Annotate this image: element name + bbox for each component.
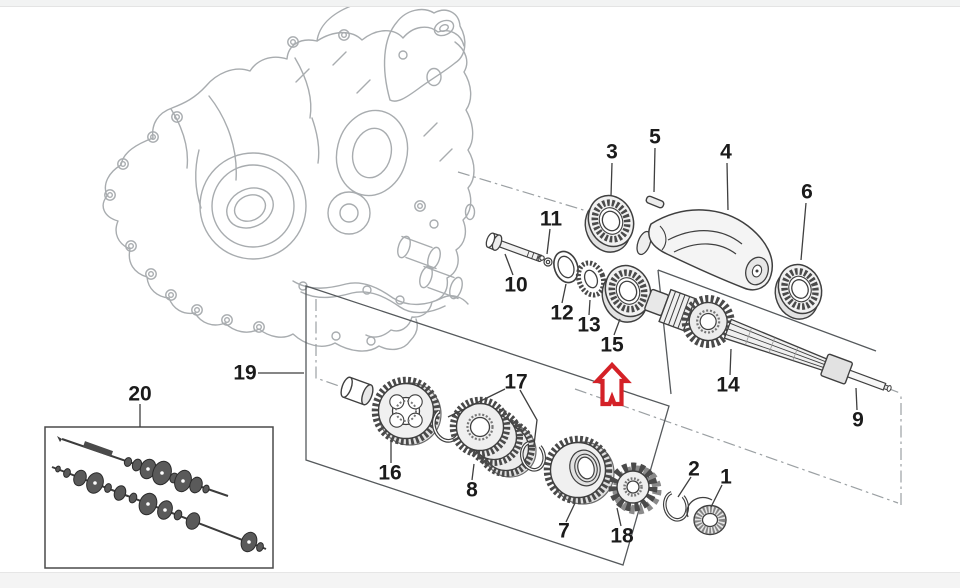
callout-18: 18 bbox=[610, 524, 634, 548]
inset-box-20 bbox=[44, 426, 274, 569]
callout-5: 5 bbox=[649, 125, 661, 149]
bolt-boss-holes bbox=[104, 29, 439, 346]
bearing-6 bbox=[774, 263, 823, 320]
circlip-17b bbox=[519, 440, 547, 472]
main-shaft-14 bbox=[644, 288, 892, 392]
callout-8: 8 bbox=[466, 478, 478, 502]
selector-body-4 bbox=[636, 209, 773, 291]
shaft-plane-lines bbox=[657, 269, 877, 395]
top-edge-strip bbox=[0, 0, 960, 7]
leader-lines bbox=[139, 147, 858, 527]
callout-1: 1 bbox=[720, 465, 732, 489]
bolt-10 bbox=[485, 232, 544, 263]
group-19-outline bbox=[305, 285, 670, 566]
pinion-18 bbox=[608, 462, 662, 515]
lock-washer-13 bbox=[575, 260, 607, 298]
callout-9: 9 bbox=[852, 408, 864, 432]
rod-9 bbox=[846, 369, 892, 392]
bearing-3 bbox=[584, 194, 635, 253]
gear-7 bbox=[543, 435, 615, 505]
bushing bbox=[340, 376, 374, 406]
circlip-2 bbox=[662, 490, 690, 522]
callout-20: 20 bbox=[128, 382, 152, 406]
callout-7: 7 bbox=[558, 519, 570, 543]
callout-6: 6 bbox=[801, 180, 813, 204]
centerlines bbox=[315, 171, 902, 505]
mini-gear-assembly bbox=[51, 436, 267, 553]
highlight-arrow-icon bbox=[592, 361, 632, 407]
callout-17: 17 bbox=[504, 370, 528, 394]
callout-13: 13 bbox=[577, 313, 601, 337]
crankcase-drawing bbox=[102, 5, 476, 352]
callout-15: 15 bbox=[600, 333, 624, 357]
gear-cluster-8 bbox=[449, 396, 537, 478]
needle-bearing-1 bbox=[686, 496, 727, 536]
callout-19: 19 bbox=[233, 361, 257, 385]
callout-12: 12 bbox=[550, 301, 574, 325]
callout-14: 14 bbox=[716, 373, 740, 397]
callout-11: 11 bbox=[539, 207, 563, 231]
bottom-edge-strip bbox=[0, 572, 960, 588]
pin-5 bbox=[645, 195, 665, 209]
callout-4: 4 bbox=[720, 140, 732, 164]
callout-16: 16 bbox=[378, 461, 402, 485]
callout-2: 2 bbox=[688, 457, 700, 481]
washer-11 bbox=[539, 255, 553, 267]
o-ring-12 bbox=[553, 250, 579, 284]
gear-16 bbox=[371, 376, 442, 446]
callout-3: 3 bbox=[606, 140, 618, 164]
callout-10: 10 bbox=[504, 273, 528, 297]
bearing-15 bbox=[601, 264, 652, 323]
